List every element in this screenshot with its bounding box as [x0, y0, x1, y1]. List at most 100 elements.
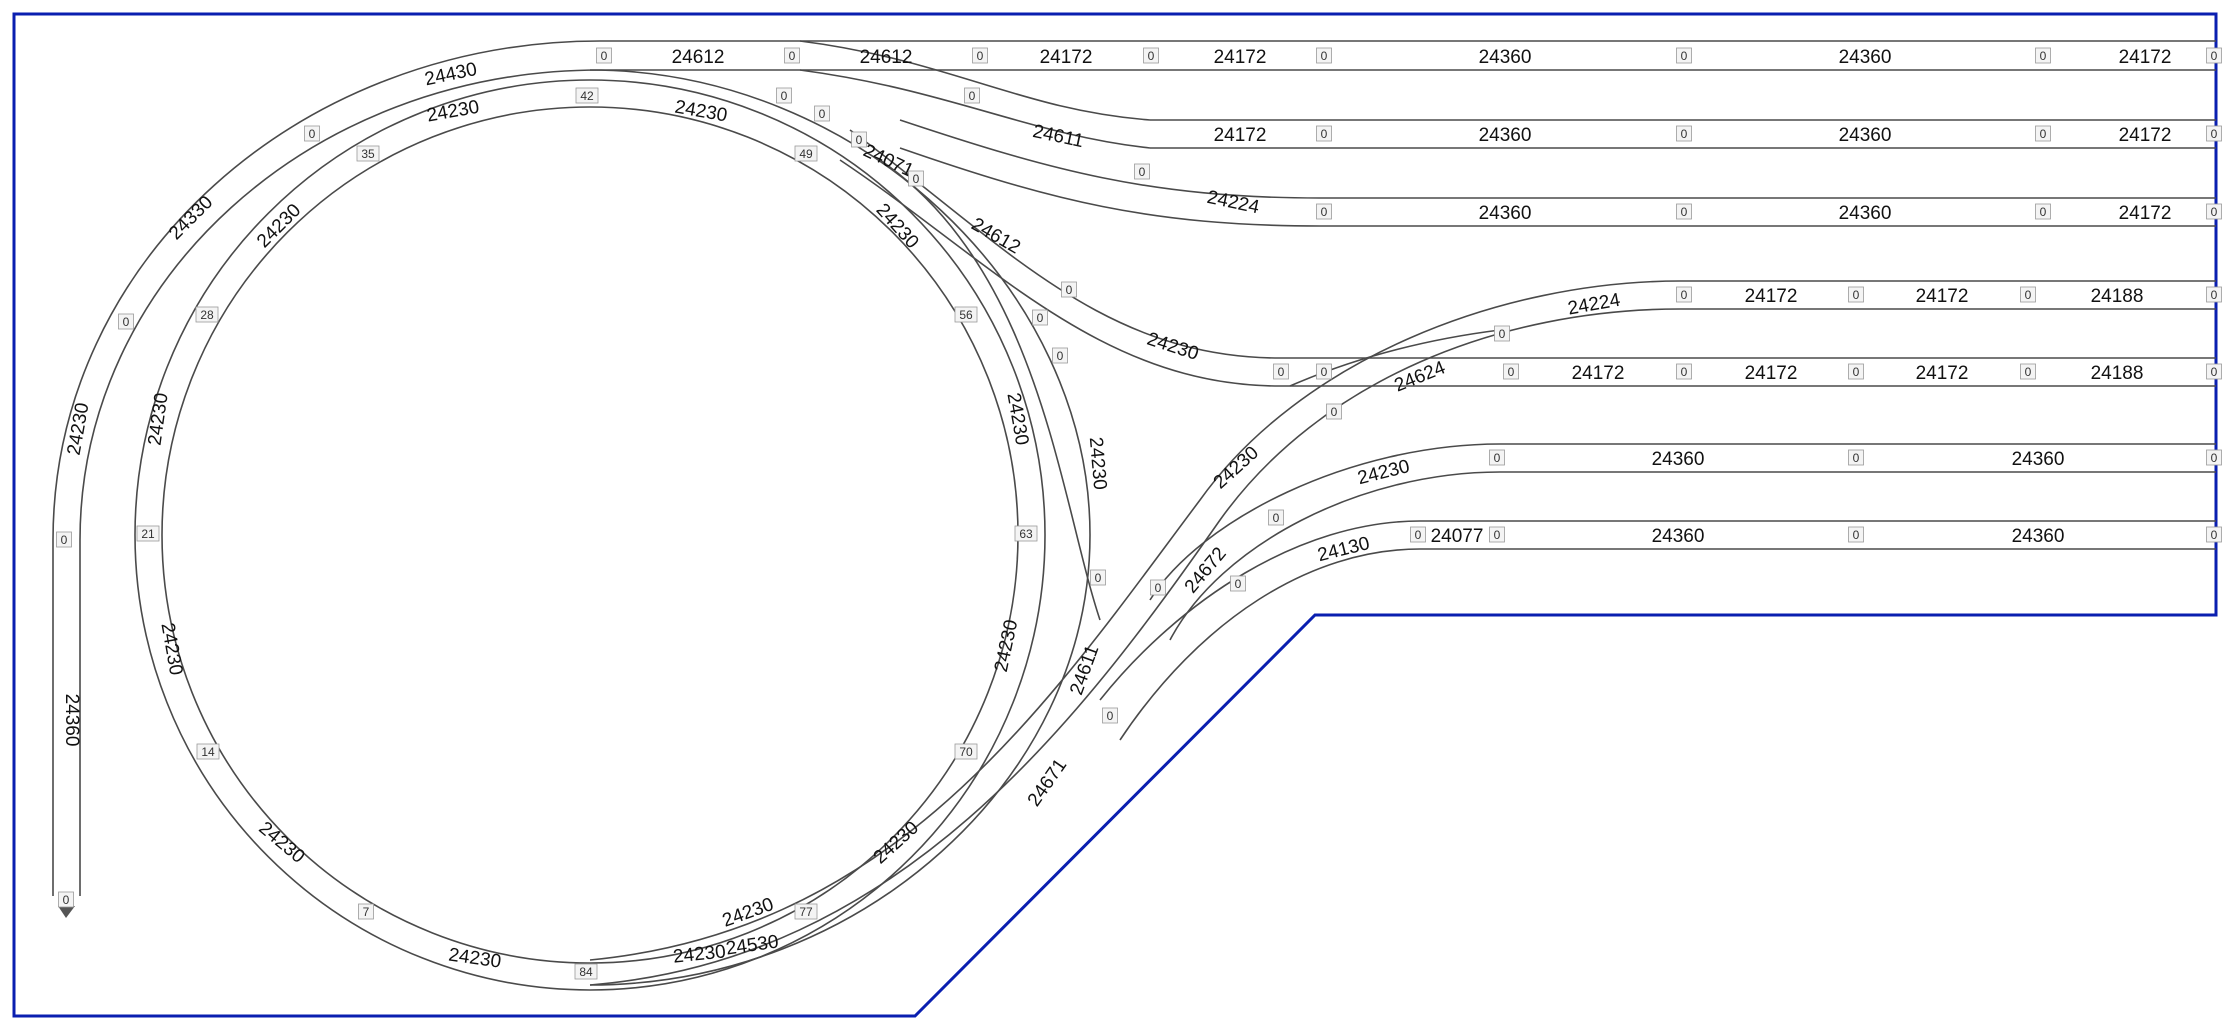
- joint-marker: 0: [819, 107, 826, 121]
- end-marker-box: [2206, 125, 2222, 142]
- track-label: 24230: [1085, 436, 1111, 490]
- joint-marker-box: [972, 47, 988, 64]
- loop-height-marker: 42: [580, 89, 594, 103]
- joint-marker: 0: [1494, 528, 1501, 542]
- joint-marker: 0: [969, 89, 976, 103]
- joint-marker: 0: [2040, 127, 2047, 141]
- loop-height-marker: 77: [799, 905, 813, 919]
- joint-marker: 0: [781, 89, 788, 103]
- loop-height-marker-box: [196, 743, 220, 760]
- joint-marker: 0: [913, 172, 920, 186]
- loop-height-marker: 7: [363, 905, 370, 919]
- loop-height-marker-box: [574, 963, 598, 980]
- track-label: 24611: [1031, 121, 1086, 152]
- joint-marker: 0: [2040, 49, 2047, 63]
- track-label: 24612: [672, 47, 725, 68]
- end-marker-box: [2206, 363, 2222, 380]
- joint-marker: 0: [1321, 205, 1328, 219]
- joint-marker-box: [1316, 47, 1332, 64]
- loop-height-marker: 70: [959, 745, 973, 759]
- end-marker: 0: [2211, 127, 2218, 141]
- joint-marker: 0: [1681, 205, 1688, 219]
- track-label: 24360: [1479, 125, 1532, 146]
- joint-marker-box: [1489, 526, 1505, 543]
- joint-marker: 0: [1494, 451, 1501, 465]
- joint-marker-box: [1848, 363, 1864, 380]
- joint-marker: 0: [1681, 127, 1688, 141]
- curved-tracks: [52, 40, 1681, 991]
- track-label: 24188: [2091, 363, 2144, 384]
- track-label: 24230: [447, 944, 502, 972]
- joint-marker-box: [1848, 449, 1864, 466]
- track-label: 24360: [1479, 203, 1532, 224]
- joint-marker: 0: [2025, 288, 2032, 302]
- joint-marker: 0: [1107, 709, 1114, 723]
- joint-marker-box: [1061, 281, 1077, 298]
- joint-marker-box: [1273, 363, 1289, 380]
- straight-labels: 24172 24172 24360 24360 24172 24172 2436…: [61, 47, 2171, 746]
- track-label: 24230: [673, 97, 729, 127]
- joint-marker: 0: [1681, 365, 1688, 379]
- joint-marker-box: [1316, 125, 1332, 142]
- joint-marker-box: [851, 131, 867, 148]
- loop-height-marker: 14: [201, 745, 215, 759]
- joint-marker-box: [814, 105, 830, 122]
- track-label: 24360: [1839, 203, 1892, 224]
- joint-marker-box: [1676, 125, 1692, 142]
- track-label: 24172: [1214, 125, 1267, 146]
- track-label: 24612: [860, 47, 913, 68]
- joint-marker-box: [1268, 509, 1284, 526]
- loop-height-marker: 35: [361, 147, 375, 161]
- loop-height-marker-box: [356, 145, 380, 162]
- track-label: 24172: [1214, 47, 1267, 68]
- track-label: 24230: [156, 621, 186, 677]
- joint-marker-box: [1676, 286, 1692, 303]
- joint-marker-box: [2020, 286, 2036, 303]
- joint-marker: 0: [1853, 288, 1860, 302]
- end-marker: 0: [2211, 451, 2218, 465]
- end-marker: 0: [63, 893, 70, 907]
- joint-marker-box: [1102, 707, 1118, 724]
- joint-marker: 0: [309, 127, 316, 141]
- joint-marker: 0: [1095, 571, 1102, 585]
- track-label: 24230: [425, 97, 481, 127]
- joint-marker-box: [776, 87, 792, 104]
- track-label: 24172: [1745, 286, 1798, 307]
- joint-marker-box: [1316, 363, 1332, 380]
- track-label: 24360: [1839, 47, 1892, 68]
- track-label: 24230: [720, 894, 777, 932]
- track-label: 24611: [1066, 642, 1103, 698]
- track-label: 24671: [1024, 755, 1072, 810]
- track-label: 24230: [1144, 329, 1201, 365]
- joint-marker: 0: [1273, 511, 1280, 525]
- joint-marker: 0: [1853, 528, 1860, 542]
- track-label: 24172: [1916, 363, 1969, 384]
- end-marker-box: [2206, 449, 2222, 466]
- end-marker-box: [2206, 526, 2222, 543]
- track-label: 24530: [725, 931, 780, 959]
- track-label: 24224: [1205, 187, 1261, 219]
- joint-marker-box: [964, 87, 980, 104]
- track-label: 24172: [1916, 286, 1969, 307]
- joint-marker-box: [1848, 526, 1864, 543]
- joint-marker-box: [1052, 347, 1068, 364]
- joint-marker: 0: [1415, 528, 1422, 542]
- joint-marker-box: [1489, 449, 1505, 466]
- joint-marker-box: [908, 170, 924, 187]
- joint-marker-box: [1676, 203, 1692, 220]
- joint-marker: 0: [1681, 49, 1688, 63]
- joint-marker: 0: [1139, 165, 1146, 179]
- loop-height-marker-box: [794, 903, 818, 920]
- joint-marker-box: [1032, 309, 1048, 326]
- loop-height-marker: 28: [200, 308, 214, 322]
- loop-height-marker-box: [358, 903, 374, 920]
- loop-height-marker: 84: [579, 965, 593, 979]
- joint-marker-box: [2020, 363, 2036, 380]
- joint-marker: 0: [1321, 127, 1328, 141]
- end-marker-box: [58, 891, 74, 908]
- track-label: 24172: [1572, 363, 1625, 384]
- track-label: 24230: [672, 941, 727, 967]
